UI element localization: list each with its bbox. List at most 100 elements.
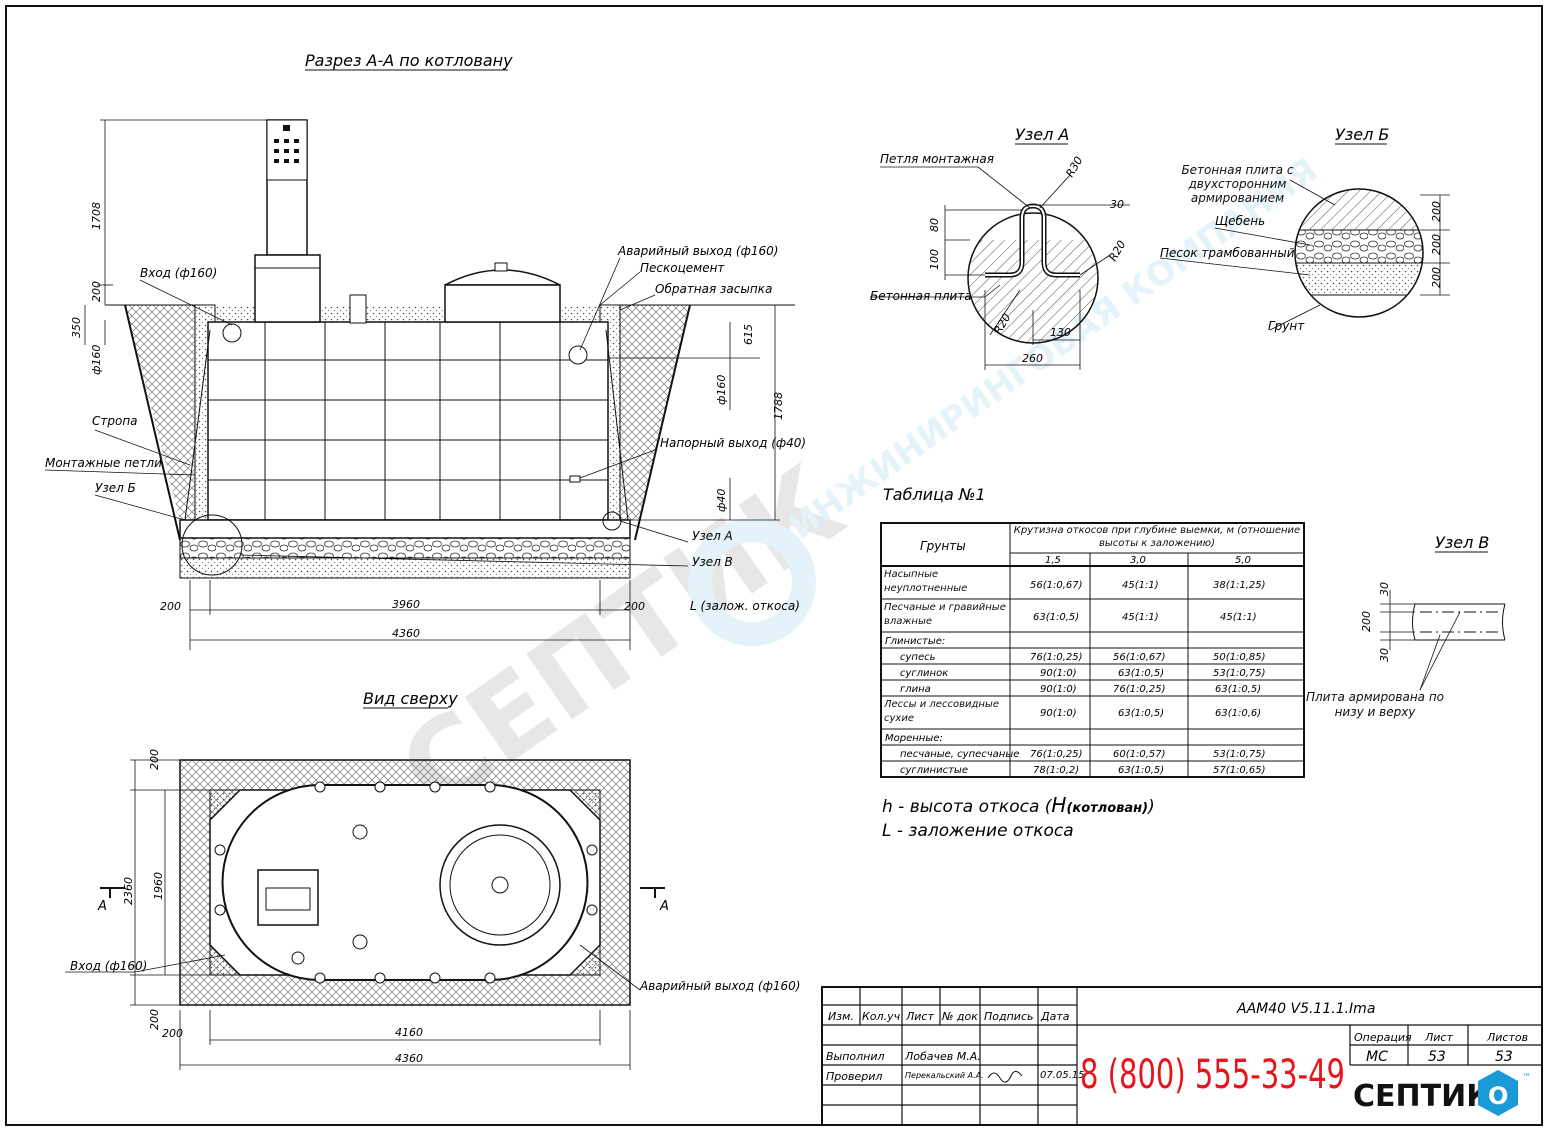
table-cell: 76(1:0,25) <box>1030 749 1083 760</box>
top-view-d200-bottom: 200 <box>148 1009 161 1030</box>
dim-4360: 4360 <box>392 627 420 640</box>
top-view-vhod: Вход (ф160) <box>70 959 147 973</box>
table-1: Таблица №1 Грунты Крутизна откосов при г… <box>880 485 1305 778</box>
node-a-r30: R30 <box>1063 154 1085 179</box>
dim-615: 615 <box>742 324 755 345</box>
node-v: Узел В 30 200 30 Плита армирована по низ… <box>1306 533 1506 719</box>
dim-3960: 3960 <box>392 598 420 611</box>
label-obratnaya-zasypka: Обратная засыпка <box>655 282 772 296</box>
node-b-scheben: Щебень <box>1215 214 1265 228</box>
dim-200-left: 200 <box>160 600 181 613</box>
top-view-d2360: 2360 <box>122 877 135 905</box>
node-v-d30-bottom: 30 <box>1378 648 1391 662</box>
table-cell: 90(1:0) <box>1040 708 1077 719</box>
node-a-d30: 30 <box>1110 198 1124 211</box>
node-v-d30-top: 30 <box>1378 582 1391 596</box>
table-cell: 60(1:0,57) <box>1113 749 1166 760</box>
node-v-d200: 200 <box>1360 611 1373 632</box>
top-view-d4160: 4160 <box>395 1026 423 1039</box>
label-montazhnye-petli: Монтажные петли <box>45 456 162 470</box>
label-avariyny-vyhod: Аварийный выход (ф160) <box>617 244 778 258</box>
node-b-pesok: Песок трамбованный <box>1160 246 1295 260</box>
node-a-d100: 100 <box>928 249 941 270</box>
stamp-h-list: Лист <box>1424 1031 1453 1044</box>
node-b-d200-a: 200 <box>1430 201 1443 222</box>
node-b-grunt: Грунт <box>1268 319 1305 333</box>
brand-text: СЕПТИК <box>1353 1079 1491 1114</box>
table-row-name: супесь <box>900 652 936 663</box>
brand-o: O <box>1488 1082 1508 1110</box>
table-row-name: Лессы и лессовидные сухие <box>884 699 999 724</box>
table-cell: 45(1:1) <box>1220 612 1257 623</box>
sheet-frame <box>5 5 1543 1126</box>
table-row-name: Моренные: <box>885 733 943 744</box>
node-b: Узел Б Бетонная плита с двухсторонним ар… <box>1159 125 1450 333</box>
table-cell: 56(1:0,67) <box>1030 580 1083 591</box>
table-row-name: Насыпные неуплотненные <box>884 569 968 594</box>
node-v-title: Узел В <box>1435 533 1489 552</box>
section-drawing: Вход (ф160) Аварийный выход (ф160) Песко… <box>44 119 806 650</box>
dim-f160-left: ф160 <box>90 345 103 375</box>
label-stropa: Стропа <box>92 414 138 428</box>
table-col-krutizna: Крутизна откосов при глубине выемки, м (… <box>1013 525 1301 549</box>
label-uzel-b: Узел Б <box>95 481 136 495</box>
dim-1708: 1708 <box>90 202 103 230</box>
section-title: Разрез А-А по котловану <box>305 51 513 70</box>
label-vhod: Вход (ф160) <box>140 266 217 280</box>
node-a-plita: Бетонная плита <box>870 289 972 303</box>
table-cell: 45(1:1) <box>1122 580 1159 591</box>
node-b-plita: Бетонная плита с двухсторонним армирован… <box>1181 163 1294 205</box>
table-cell: 63(1:0,5) <box>1118 765 1164 776</box>
table-cell: 76(1:0,25) <box>1030 652 1083 663</box>
table-cell: 57(1:0,65) <box>1213 765 1266 776</box>
table-row-name: Песчаные и гравийные влажные <box>884 602 1006 627</box>
node-a-title: Узел А <box>1015 125 1069 144</box>
signature-mark <box>987 1070 1023 1083</box>
node-a-d260: 260 <box>1022 352 1043 365</box>
table-cell: 50(1:0,85) <box>1213 652 1266 663</box>
node-a-d80: 80 <box>928 218 941 232</box>
table-depth-2: 3,0 <box>1130 555 1146 566</box>
table-cell: 90(1:0) <box>1040 668 1077 679</box>
node-a-r20-right: R20 <box>1106 238 1128 263</box>
brand-hexagon-icon <box>1478 1070 1518 1116</box>
node-a: Узел А Петля монтажная Бетонная плита R3… <box>870 125 1130 370</box>
table-cell: 78(1:0,2) <box>1033 765 1079 776</box>
node-b-d200-c: 200 <box>1430 267 1443 288</box>
table-col-grunty: Грунты <box>920 539 966 553</box>
stamp-col-dok: № док <box>941 1010 978 1023</box>
top-view-d4360: 4360 <box>395 1052 423 1065</box>
dim-350: 350 <box>70 317 83 338</box>
table-cell: 63(1:0,6) <box>1215 708 1261 719</box>
table-cell: 53(1:0,75) <box>1213 668 1266 679</box>
table-depth-3: 5,0 <box>1235 555 1251 566</box>
table-cell: 56(1:0,67) <box>1113 652 1166 663</box>
watermark-o-icon <box>688 518 816 646</box>
legend: h - высота откоса (Н(котлован)) L - зало… <box>882 793 1155 841</box>
label-zalozh-otkosa: L (залож. откоса) <box>690 599 800 613</box>
dim-200: 200 <box>90 281 103 302</box>
top-view-d1960: 1960 <box>152 872 165 900</box>
dim-f160-right: ф160 <box>715 375 728 405</box>
table-row-name: суглинок <box>900 668 948 679</box>
table-row-name: глина <box>900 684 931 695</box>
node-a-petlya: Петля монтажная <box>880 152 994 166</box>
stamp-v-listov: 53 <box>1495 1049 1513 1065</box>
top-view-d200-left: 200 <box>162 1027 183 1040</box>
top-view-title: Вид сверху <box>363 689 458 708</box>
label-uzel-v: Узел В <box>692 555 733 569</box>
legend-h-line: h - высота откоса (Н(котлован)) <box>882 793 1155 817</box>
table-row-name: песчаные, супесчаные <box>900 749 1019 760</box>
section-mark-a-right: А <box>659 899 669 914</box>
dim-200-right: 200 <box>624 600 645 613</box>
stamp-h-operaciya: Операция <box>1354 1031 1412 1044</box>
stamp-v-operaciya: МС <box>1366 1049 1388 1065</box>
table-depth-1: 1,5 <box>1045 555 1061 566</box>
label-naporny-vyhod: Напорный выход (ф40) <box>660 436 806 450</box>
stamp-phone: 8 (800) 555-33-49 <box>1080 1052 1345 1098</box>
stamp-v-list: 53 <box>1428 1049 1446 1065</box>
stamp-vypolnil: Выполнил <box>826 1050 885 1063</box>
stamp-doc-code: ААМ40 V5.11.1.Ima <box>1236 1001 1375 1017</box>
